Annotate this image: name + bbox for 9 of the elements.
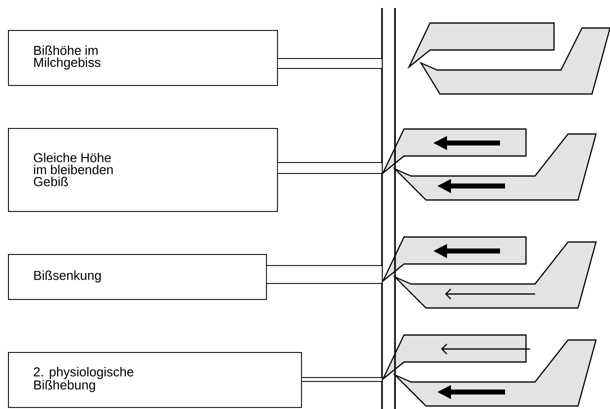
connector (266, 265, 382, 284)
connector (302, 377, 382, 382)
label-box: Gleiche Höhe im bleibenden Gebiß (8, 128, 278, 212)
vertical-bar (381, 7, 396, 409)
label-box: 2. physiologische Bißhebung (8, 352, 302, 408)
connector (278, 58, 382, 69)
label-box: Bißsenkung (8, 254, 267, 300)
label-box: Bißhöhe im Milchgebiss (8, 30, 278, 86)
connector (278, 162, 382, 174)
